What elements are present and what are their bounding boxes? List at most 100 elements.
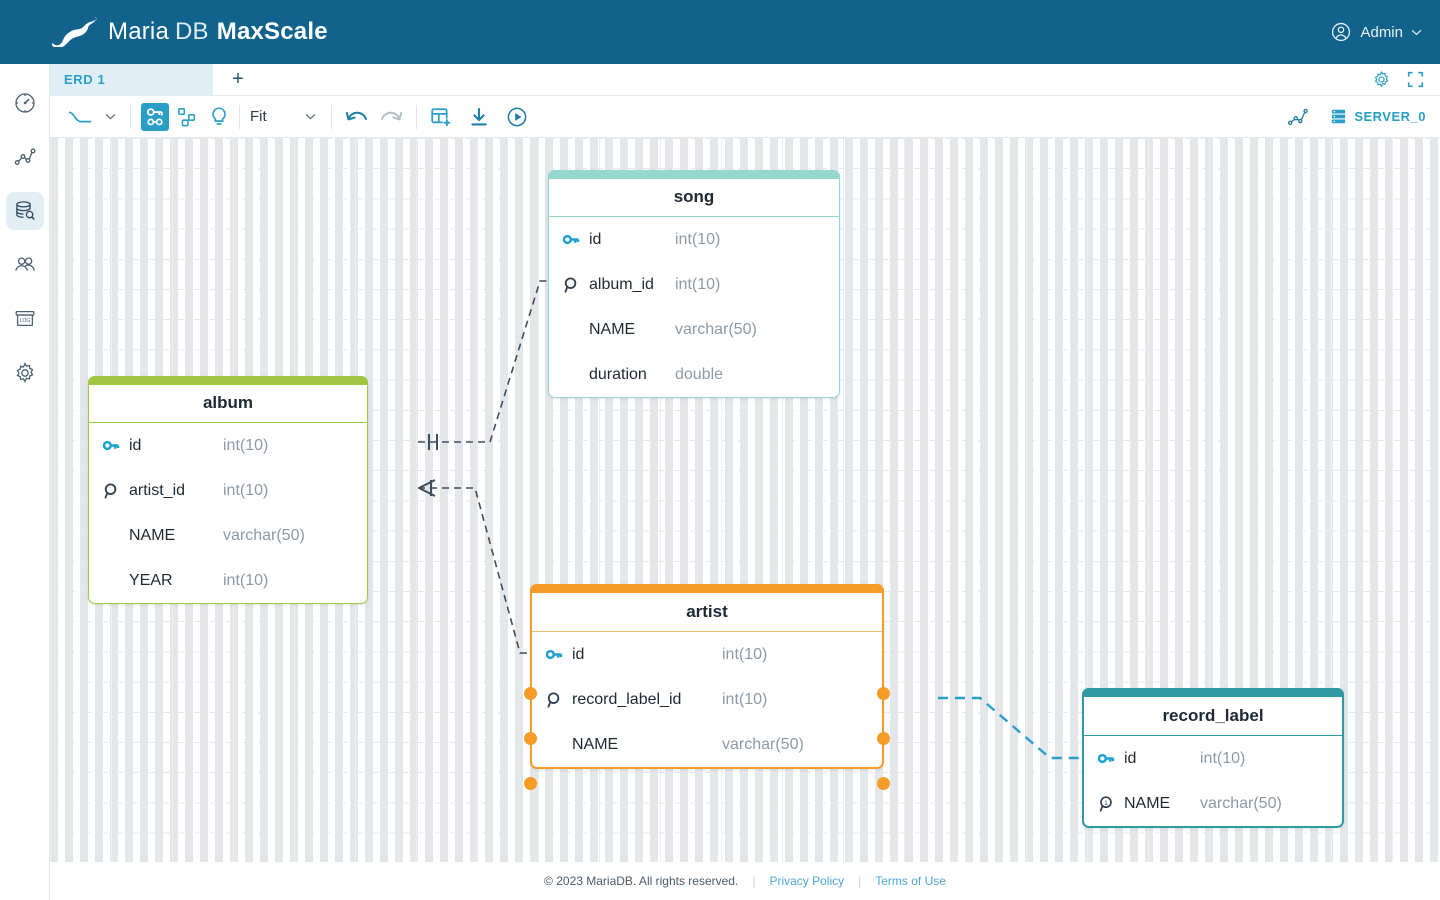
link-shape-button[interactable]: [64, 103, 96, 131]
toggle-relationship-button[interactable]: [173, 103, 201, 131]
chart-button[interactable]: [1284, 103, 1312, 131]
toggle-keys-button[interactable]: [141, 102, 169, 131]
server-label: SERVER_0: [1354, 109, 1426, 124]
erd-settings-button[interactable]: [1372, 70, 1391, 89]
logs-archive-icon: LOG: [15, 310, 34, 327]
connection-handle-left-2[interactable]: [524, 777, 537, 790]
column-type: int(10): [223, 481, 269, 499]
connection-handle-left-1[interactable]: [524, 732, 537, 745]
footer-divider-1: |: [752, 874, 756, 888]
export-button[interactable]: [465, 103, 493, 131]
tab-erd-1[interactable]: ERD 1: [50, 64, 213, 95]
table-row[interactable]: NAME varchar(50): [532, 722, 882, 767]
add-tab-button[interactable]: +: [213, 64, 263, 95]
index-key-icon: [546, 691, 572, 709]
sidebar-item-query-editor[interactable]: [5, 192, 44, 230]
sidebar-item-logs[interactable]: LOG: [6, 300, 44, 338]
fullscreen-icon: [1407, 71, 1424, 88]
footer-divider-2: |: [858, 874, 862, 888]
hint-button[interactable]: [205, 103, 233, 131]
user-label: Admin: [1360, 23, 1403, 41]
dashboard-gauge-icon: [14, 93, 35, 113]
column-name: id: [129, 436, 142, 454]
entity-song[interactable]: song id int(10) album_id int(10) NAME va…: [548, 170, 840, 398]
fullscreen-button[interactable]: [1407, 71, 1424, 88]
redo-button[interactable]: [376, 103, 406, 131]
zoom-level-label: Fit: [250, 108, 267, 125]
svg-text:1: 1: [1104, 799, 1108, 806]
connection-handle-left-0[interactable]: [524, 687, 537, 700]
column-type: double: [675, 365, 724, 383]
zoom-group: Fit: [246, 108, 321, 125]
table-row[interactable]: NAME varchar(50): [549, 307, 839, 352]
key-link-icon: [146, 107, 163, 125]
unique-index-icon: 1: [1098, 795, 1124, 813]
table-row[interactable]: id int(10): [1084, 736, 1342, 781]
left-nav-rail: LOG: [0, 64, 50, 900]
connection-handle-right-1[interactable]: [877, 732, 890, 745]
privacy-policy-link[interactable]: Privacy Policy: [769, 874, 845, 888]
header-right: Admin: [1330, 21, 1422, 43]
visualization-graph-icon: [14, 148, 35, 165]
terms-of-use-link[interactable]: Terms of Use: [875, 874, 946, 888]
query-editor-database-icon: [15, 201, 35, 220]
chevron-down-icon: [305, 114, 316, 120]
link-shape-caret[interactable]: [100, 113, 120, 120]
connection-handle-right-2[interactable]: [877, 777, 890, 790]
entity-columns: id int(10) artist_id int(10) NAME varcha…: [89, 422, 367, 603]
sidebar-item-users[interactable]: [6, 246, 44, 284]
toolbar-right: SERVER_0: [1284, 103, 1426, 131]
undo-button[interactable]: [342, 103, 372, 131]
entity-artist[interactable]: artist id int(10) record_label_id int(10…: [524, 584, 890, 790]
table-row[interactable]: id int(10): [89, 423, 367, 468]
zoom-caret[interactable]: [301, 113, 321, 120]
add-table-button[interactable]: [427, 103, 455, 131]
table-row[interactable]: id int(10): [532, 632, 882, 677]
column-name: duration: [589, 365, 647, 383]
redo-arrow-icon: [380, 111, 402, 120]
index-key-icon: [563, 276, 589, 294]
entity-album[interactable]: album id int(10) artist_id int(10) NAME …: [88, 376, 368, 604]
table-row[interactable]: id int(10): [549, 217, 839, 262]
table-row[interactable]: YEAR int(10): [89, 558, 367, 603]
chevron-down-icon: [105, 114, 115, 120]
erd-canvas[interactable]: song id int(10) album_id int(10) NAME va…: [50, 138, 1440, 862]
tab-strip-actions: [1372, 64, 1440, 95]
entity-header-bar: [548, 170, 840, 179]
table-row[interactable]: record_label_id int(10): [532, 677, 882, 722]
column-name: NAME: [572, 735, 619, 753]
column-name: album_id: [589, 275, 654, 293]
toolbar-divider-4: [415, 104, 417, 129]
table-row[interactable]: 1 NAME varchar(50): [1084, 781, 1342, 826]
server-selector[interactable]: SERVER_0: [1330, 108, 1426, 125]
entity-record-label[interactable]: record_label id int(10) 1 NAME varchar(5…: [1082, 688, 1344, 828]
sidebar-item-visualization[interactable]: [6, 138, 44, 176]
history-group: [342, 103, 406, 131]
sidebar-item-dashboard[interactable]: [6, 84, 44, 122]
apply-script-button[interactable]: [503, 103, 531, 131]
column-type: varchar(50): [223, 526, 305, 544]
table-row[interactable]: duration double: [549, 352, 839, 397]
table-row[interactable]: artist_id int(10): [89, 468, 367, 513]
column-type: varchar(50): [722, 735, 804, 753]
connection-handle-right-0[interactable]: [877, 687, 890, 700]
copyright-text: © 2023 MariaDB. All rights reserved.: [544, 874, 739, 888]
brand-maria: Maria: [108, 18, 170, 45]
link-shape-group: [64, 103, 120, 131]
table-row[interactable]: NAME varchar(50): [89, 513, 367, 558]
sidebar-item-settings[interactable]: [6, 354, 44, 392]
primary-key-icon: [546, 647, 572, 662]
user-menu[interactable]: Admin: [1330, 21, 1422, 43]
column-name: id: [572, 645, 585, 663]
erd-tab-strip: ERD 1 +: [50, 64, 1440, 96]
entity-title: artist: [686, 602, 728, 621]
actions-group: [427, 103, 531, 131]
primary-key-icon: [1098, 751, 1124, 766]
download-icon: [471, 107, 487, 125]
svg-text:LOG: LOG: [19, 318, 30, 324]
table-row[interactable]: album_id int(10): [549, 262, 839, 307]
mariadb-seal-logo: [52, 17, 97, 47]
erd-toolbar: Fit: [50, 96, 1440, 138]
